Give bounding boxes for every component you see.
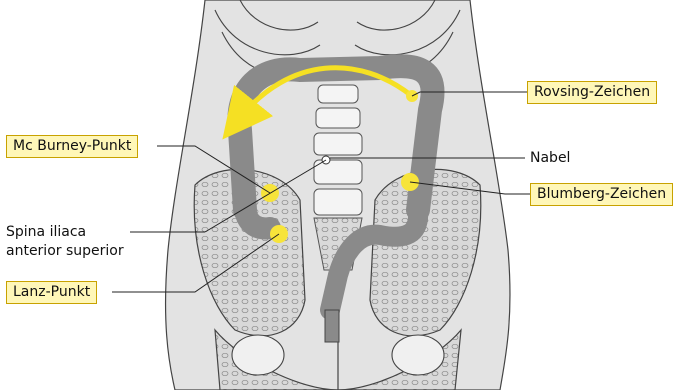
label-lanz: Lanz-Punkt	[6, 281, 97, 304]
obturator-right	[232, 335, 284, 375]
label-mcburney: Mc Burney-Punkt	[6, 135, 138, 158]
label-blumberg: Blumberg-Zeichen	[530, 183, 673, 206]
label-spina-line1: Spina iliaca	[6, 224, 86, 241]
label-spina-line2: anterior superior	[6, 243, 124, 260]
label-nabel: Nabel	[530, 150, 570, 167]
label-rovsing: Rovsing-Zeichen	[527, 81, 657, 104]
obturator-left	[392, 335, 444, 375]
